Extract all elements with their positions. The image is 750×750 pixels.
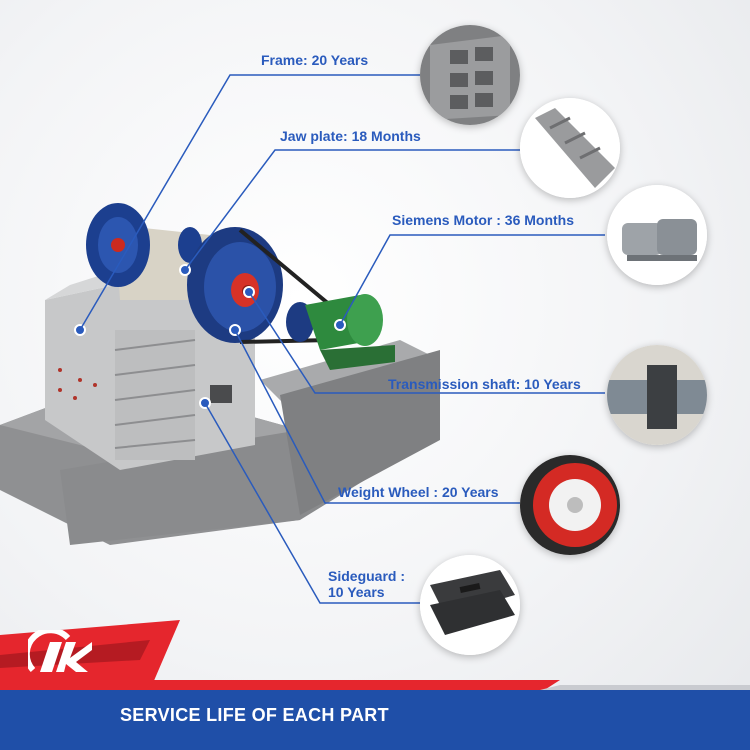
footer-title: SERVICE LIFE OF EACH PART — [120, 705, 389, 725]
shaft-icon — [607, 345, 707, 445]
jaw-plate-label: Jaw plate: 18 Months — [280, 128, 421, 144]
weight-wheel-icon — [520, 455, 620, 555]
jaw-plate-icon — [520, 98, 620, 198]
weight-wheel-label: Weight Wheel : 20 Years — [338, 484, 499, 500]
frame-icon — [420, 25, 520, 125]
frame-label: Frame: 20 Years — [261, 52, 369, 68]
motor-label: Siemens Motor : 36 Months — [392, 212, 575, 228]
sideguard-label: Sideguard : 10 Years — [328, 568, 406, 600]
brand-logo-icon — [23, 627, 98, 680]
sideguard-icon — [420, 555, 520, 655]
motor-icon — [607, 185, 707, 285]
transmission-shaft-label: Transmission shaft: 10 Years — [388, 376, 581, 392]
